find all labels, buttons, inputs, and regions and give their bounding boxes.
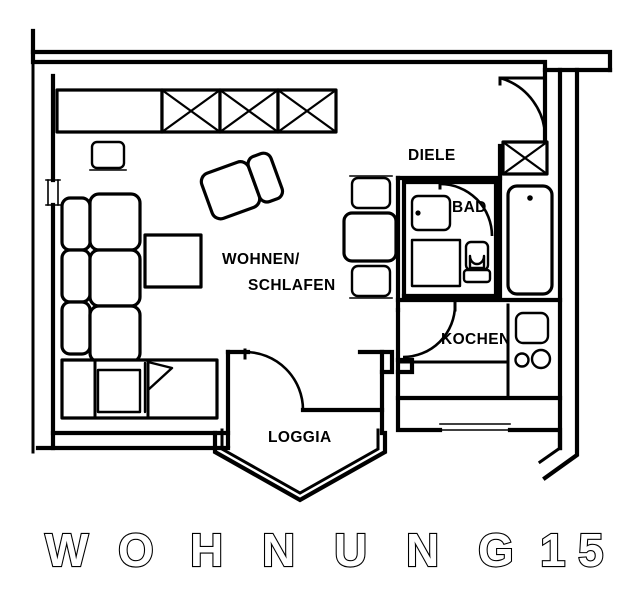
title-letter-6: G — [478, 524, 514, 576]
title-letter-0: W — [45, 524, 89, 576]
hotplates — [514, 348, 552, 370]
stool-unit — [89, 140, 127, 171]
room-label-kochen: KOCHEN — [441, 331, 511, 348]
bed — [60, 358, 219, 420]
washing-machine — [410, 238, 462, 288]
bathroom — [401, 179, 554, 299]
bathtub — [506, 184, 554, 296]
room-label-diele: DIELE — [408, 147, 456, 164]
washbasin — [410, 194, 452, 232]
title-letter-8: 5 — [578, 524, 604, 576]
hall-closet — [501, 140, 549, 176]
room-label-bad: BAD — [452, 199, 487, 216]
title-letter-2: H — [190, 524, 223, 576]
title-letter-3: N — [262, 524, 295, 576]
wardrobe-run — [55, 88, 338, 134]
title-letter-4: U — [334, 524, 367, 576]
title-letter-5: N — [406, 524, 439, 576]
armchair — [199, 151, 285, 221]
window-left — [45, 179, 61, 206]
sofa — [60, 192, 142, 364]
room-label-loggia: LOGGIA — [268, 429, 332, 446]
toilet — [462, 240, 492, 284]
hall-walls — [395, 67, 563, 313]
room-label-wohnen: WOHNEN/ — [222, 251, 300, 268]
coffee-table — [143, 233, 203, 289]
kitchen-sink — [514, 311, 550, 345]
kitchen — [395, 301, 563, 451]
title-letter-7: 1 — [540, 524, 566, 576]
plan-title: W O H N U N G 1 5 — [44, 523, 605, 577]
dining-set — [342, 175, 398, 299]
room-label-schlafen: SCHLAFEN — [248, 277, 336, 294]
title-letter-1: O — [118, 524, 154, 576]
entrance-door — [498, 76, 547, 141]
loggia — [212, 348, 395, 503]
